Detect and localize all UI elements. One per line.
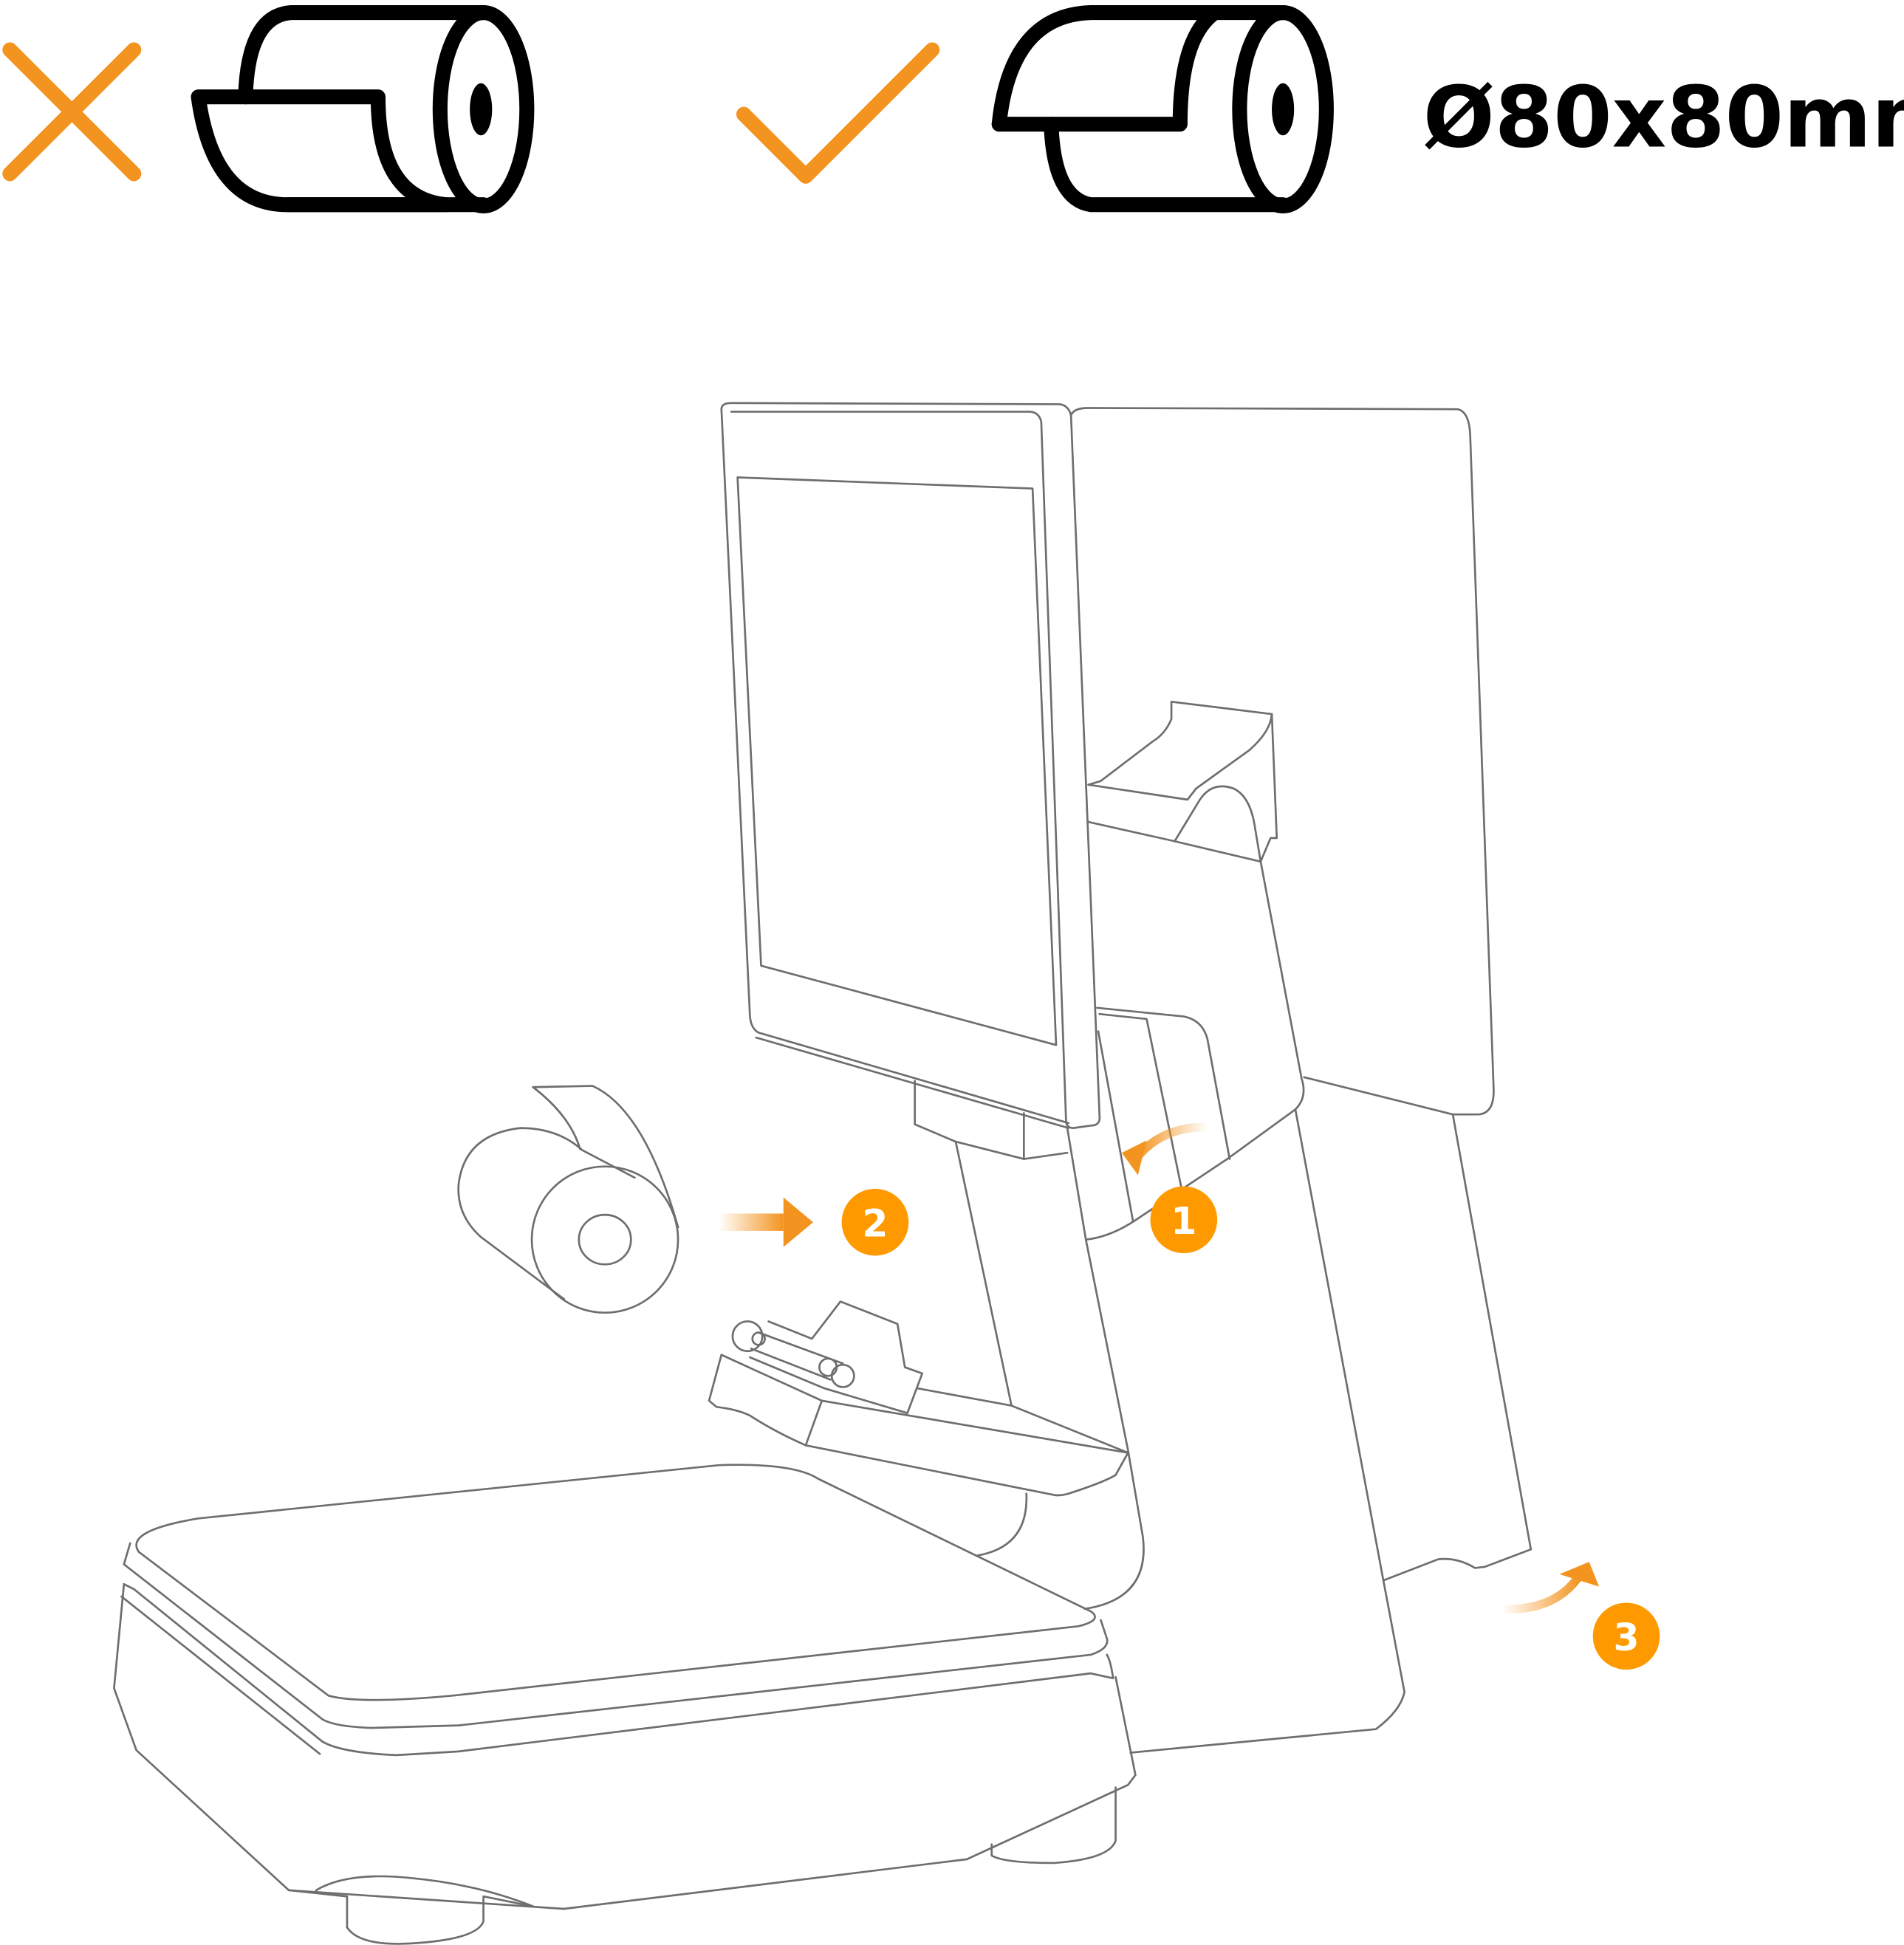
svg-text:3: 3 bbox=[1614, 1616, 1640, 1659]
check-icon bbox=[736, 42, 940, 184]
pos-scale-illustration bbox=[113, 402, 1533, 1945]
svg-text:2: 2 bbox=[862, 1201, 888, 1245]
paper-roll-wrong-icon bbox=[191, 5, 535, 213]
arrow-step-2 bbox=[719, 1197, 814, 1247]
cross-icon bbox=[2, 42, 142, 182]
step-badge-2: 2 bbox=[841, 1188, 909, 1256]
arrow-step-1 bbox=[1121, 1122, 1208, 1176]
step-badge-3: 3 bbox=[1592, 1602, 1660, 1670]
step-badge-1: 1 bbox=[1150, 1186, 1218, 1254]
arrow-step-3 bbox=[1501, 1562, 1600, 1613]
paper-roll-correct-icon bbox=[991, 5, 1334, 213]
paper-size-label: Ø80x80mm bbox=[1423, 68, 1904, 166]
svg-text:1: 1 bbox=[1171, 1199, 1196, 1243]
